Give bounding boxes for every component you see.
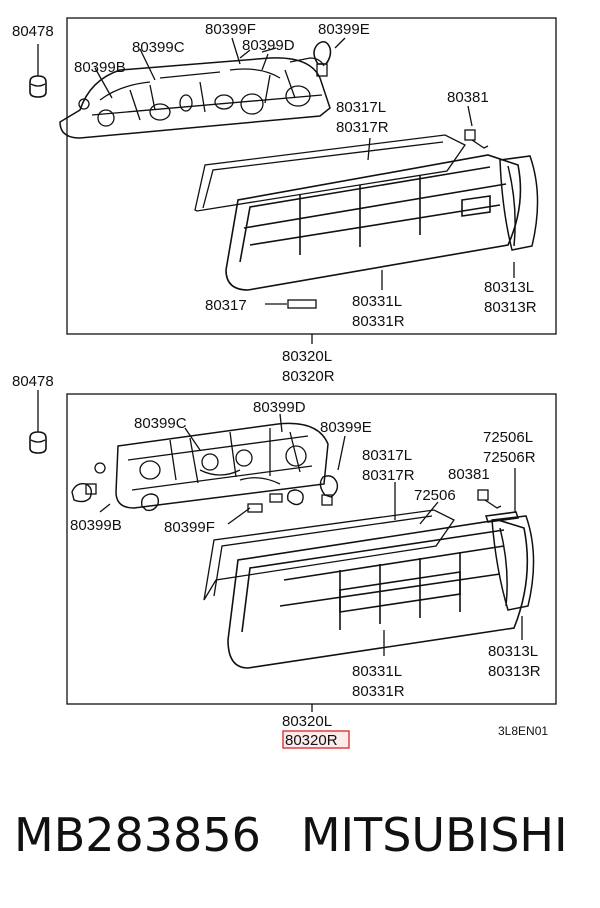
bulb-icon (140, 493, 160, 512)
label-80331R-bottom: 80331R (352, 683, 405, 700)
socket-harness-top (59, 47, 331, 139)
socket-harness-bottom (94, 422, 329, 509)
part-number: MB283856 (14, 808, 261, 862)
label-80478-top: 80478 (12, 23, 54, 40)
diagram-code: 3L8EN01 (498, 724, 548, 738)
label-80313R-top: 80313R (484, 299, 537, 316)
gasket-top (194, 134, 466, 212)
label-80399C-bottom: 80399C (134, 415, 187, 432)
label-80331L-bottom: 80331L (352, 663, 402, 680)
label-80399C-top: 80399C (132, 39, 185, 56)
gasket-bottom (203, 509, 455, 601)
label-80317R-bottom: 80317R (362, 467, 415, 484)
label-80399D-top: 80399D (242, 37, 295, 54)
label-80317L-bottom: 80317L (362, 447, 412, 464)
label-80317L-top: 80317L (336, 99, 386, 116)
label-72506R-bottom: 72506R (483, 449, 536, 466)
label-80313L-bottom: 80313L (488, 643, 538, 660)
grommet-icon (29, 390, 47, 454)
label-80381-top: 80381 (447, 89, 489, 106)
label-80331L-top: 80331L (352, 293, 402, 310)
label-80399B-top: 80399B (74, 59, 126, 76)
highlight-box (282, 730, 350, 749)
screw-icon (464, 129, 489, 149)
label-80320R-bottom: 80320R (285, 732, 338, 749)
label-80331R-top: 80331R (352, 313, 405, 330)
footer: MB283856 MITSUBISHI (14, 808, 594, 862)
bulb-icon (313, 41, 332, 77)
label-80313L-top: 80313L (484, 279, 534, 296)
top-panel-frame (66, 17, 557, 335)
bulb-icon (247, 503, 263, 513)
brand-name: MITSUBISHI (300, 808, 568, 862)
label-80399D-bottom: 80399D (253, 399, 306, 416)
label-80478-bottom: 80478 (12, 373, 54, 390)
lens-housing-top (225, 154, 522, 291)
label-80399B-bottom: 80399B (70, 517, 122, 534)
label-80313R-bottom: 80313R (488, 663, 541, 680)
small-lens-piece (287, 299, 317, 309)
label-72506-bottom: 72506 (414, 487, 456, 504)
label-80320L-top: 80320L (282, 348, 332, 365)
label-80399E-bottom: 80399E (320, 419, 372, 436)
bulb-icon (269, 489, 304, 506)
bulb-icon (71, 482, 97, 503)
label-80317R-top: 80317R (336, 119, 389, 136)
label-80399F-top: 80399F (205, 21, 256, 38)
grommet-icon (29, 44, 47, 98)
label-80399E-top: 80399E (318, 21, 370, 38)
lens-housing-bottom (227, 519, 529, 669)
label-72506L-bottom: 72506L (483, 429, 533, 446)
label-80320R-top: 80320R (282, 368, 335, 385)
side-lens-top (499, 155, 539, 251)
label-80381-bottom: 80381 (448, 466, 490, 483)
screw-icon (477, 489, 502, 509)
bulb-icon (319, 475, 339, 506)
label-80320L-bottom: 80320L (282, 713, 332, 730)
label-80317-top: 80317 (205, 297, 247, 314)
label-80399F-bottom: 80399F (164, 519, 215, 536)
side-lens-bottom (485, 511, 535, 611)
